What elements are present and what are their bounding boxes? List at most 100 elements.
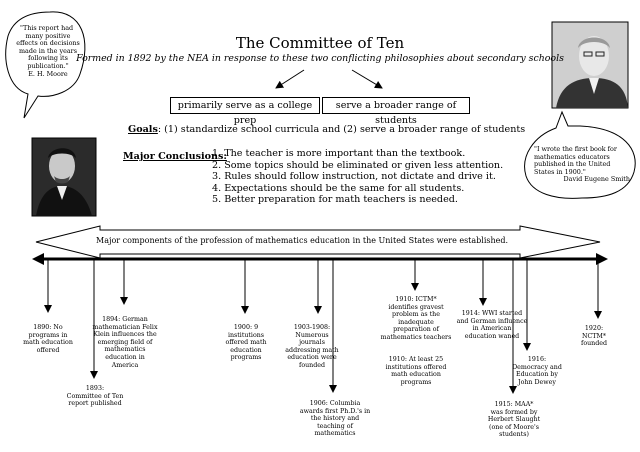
timeline-left-arrowhead bbox=[32, 253, 44, 265]
event-line: 1920: bbox=[584, 325, 604, 332]
event-line: mathematics bbox=[314, 430, 356, 438]
moore-quote-line: "This report had bbox=[20, 24, 74, 32]
smith-quote-line: published in the United bbox=[534, 160, 611, 169]
arrow-to-college-prep bbox=[275, 69, 305, 89]
event-line: problem as the bbox=[392, 311, 440, 319]
timeline-event-1893: 1893: Committee of Ten report published bbox=[64, 385, 126, 408]
event-line: report published bbox=[68, 400, 122, 408]
smith-speech-bubble bbox=[524, 110, 636, 199]
smith-quote: "I wrote the first book for mathematics … bbox=[534, 145, 630, 184]
page-title: The Committee of Ten bbox=[235, 34, 405, 52]
moore-quote-line: effects on decisions bbox=[16, 39, 80, 48]
smith-quote-line: States in 1900." bbox=[534, 167, 586, 176]
event-line: NCTM* bbox=[581, 332, 607, 340]
moore-portrait-image bbox=[31, 137, 97, 217]
conclusion-item: 1. The teacher is more important than th… bbox=[212, 148, 466, 159]
event-line: addressing math bbox=[285, 346, 339, 354]
event-line: in American bbox=[472, 325, 512, 333]
arrow-to-broader-range bbox=[351, 69, 383, 89]
conclusion-item: 5. Better preparation for math teachers … bbox=[212, 194, 458, 206]
event-line: John Dewey bbox=[518, 378, 556, 386]
event-line: math education bbox=[391, 371, 441, 379]
event-line: inadequate bbox=[398, 318, 434, 326]
event-line: emerging field of bbox=[97, 338, 153, 346]
event-line: programs in bbox=[28, 331, 68, 339]
smith-quote-line: mathematics educators bbox=[534, 152, 610, 161]
conclusions-list: 1. The teacher is more important than th… bbox=[212, 148, 503, 206]
event-line: preparation of bbox=[393, 326, 439, 334]
timeline-right-arrowhead bbox=[596, 253, 608, 265]
smith-quote-line: "I wrote the first book for bbox=[534, 145, 617, 153]
event-line: 1894: German bbox=[102, 316, 148, 323]
event-line: 1916: bbox=[527, 356, 547, 363]
event-line: education programs bbox=[230, 346, 262, 362]
event-line: 1906: Columbia bbox=[309, 400, 361, 407]
event-line: 1910: At least 25 bbox=[388, 356, 444, 363]
timeline-event-1916: 1916: Democracy and Education by John De… bbox=[508, 356, 566, 386]
event-line: education in America bbox=[105, 353, 145, 369]
page-subtitle: Formed in 1892 by the NEA in response to… bbox=[76, 53, 564, 64]
timeline-event-1914: 1914: WWI started and German influence i… bbox=[456, 310, 528, 340]
timeline-event-1890: 1890: No programs in math education offe… bbox=[22, 324, 74, 354]
event-line: awards first Ph.D.'s in bbox=[299, 407, 371, 415]
event-line: students) bbox=[499, 431, 529, 439]
goals-line: Goals: (1) standardize school curricula … bbox=[128, 124, 525, 135]
event-line: mathematics bbox=[104, 346, 146, 354]
goals-label: Goals bbox=[128, 124, 158, 135]
moore-quote-line: publication." bbox=[27, 61, 69, 70]
event-line: 1915: MAA* bbox=[494, 401, 534, 408]
goals-text: : (1) standardize school curricula and (… bbox=[157, 124, 526, 135]
smith-portrait-image bbox=[551, 21, 629, 109]
banner-text: Major components of the profession of ma… bbox=[96, 236, 509, 245]
moore-speech-bubble bbox=[5, 11, 86, 119]
moore-quote-line: many positive bbox=[25, 31, 71, 40]
event-line: Democracy and bbox=[512, 363, 562, 371]
event-line: 1914: WWI started bbox=[461, 310, 523, 317]
event-line: math education bbox=[23, 339, 73, 347]
event-line: offered math bbox=[225, 339, 267, 347]
event-line: institutions offered bbox=[385, 363, 447, 371]
event-line: 1890: No bbox=[33, 324, 63, 331]
event-line: Herbert Slaught bbox=[487, 416, 541, 424]
event-line: 1900: 9 institutions bbox=[227, 324, 265, 339]
event-line: the history and bbox=[310, 415, 360, 423]
banner-double-arrow bbox=[35, 225, 601, 259]
event-line: mathematics teachers bbox=[380, 333, 452, 341]
event-line: education waned bbox=[464, 332, 520, 340]
smith-quote-attribution: David Eugene Smith bbox=[563, 175, 630, 184]
event-line: offered bbox=[36, 346, 60, 354]
timeline-event-1910-programs: 1910: At least 25 institutions offered m… bbox=[380, 356, 452, 386]
event-line: founded bbox=[580, 340, 608, 348]
conclusion-item: 2. Some topics should be eliminated or g… bbox=[212, 159, 504, 171]
moore-quote-attribution: E. H. Moore bbox=[28, 69, 68, 78]
event-line: programs bbox=[400, 378, 432, 386]
timeline-event-1903: 1903-1908: Numerous journals addressing … bbox=[284, 324, 340, 370]
philosophy-broader-range: serve a broader range of students bbox=[322, 97, 470, 126]
event-line: 1910: ICTM* bbox=[395, 296, 437, 303]
event-line: Education by bbox=[516, 371, 558, 379]
event-line: 1903-1908: bbox=[293, 324, 331, 331]
moore-quote: "This report had many positive effects o… bbox=[14, 24, 82, 78]
moore-quote-line: made in the years bbox=[19, 46, 77, 55]
event-line: Klein influences the bbox=[93, 331, 157, 339]
event-line: Committee of Ten bbox=[66, 392, 124, 400]
event-line: identifies gravest bbox=[388, 303, 444, 311]
event-line: education were bbox=[287, 354, 337, 362]
timeline-event-1906: 1906: Columbia awards first Ph.D.'s in t… bbox=[298, 400, 372, 438]
timeline-event-1915: 1915: MAA* was formed by Herbert Slaught… bbox=[482, 401, 546, 439]
philosophy-college-prep: primarily serve as a college prep bbox=[170, 97, 320, 126]
event-line: and German influence bbox=[456, 317, 528, 325]
timeline-event-1920: 1920: NCTM* founded bbox=[574, 325, 614, 348]
timeline-event-1900: 1900: 9 institutions offered math educat… bbox=[216, 324, 276, 362]
conclusions-label: Major Conclusions: bbox=[123, 151, 227, 162]
event-line: 1893: bbox=[85, 385, 105, 392]
conclusion-item: 4. Expectations should be the same for a… bbox=[212, 182, 465, 194]
timeline-event-1910-ictm: 1910: ICTM* identifies gravest problem a… bbox=[378, 296, 454, 342]
timeline-event-1894: 1894: German mathematician Felix Klein i… bbox=[92, 316, 158, 369]
moore-quote-line: following its bbox=[28, 54, 68, 63]
event-line: mathematician Felix bbox=[92, 323, 158, 331]
event-line: teaching of bbox=[317, 422, 353, 430]
event-line: founded bbox=[298, 361, 326, 369]
event-line: (one of Moore's bbox=[489, 423, 539, 431]
